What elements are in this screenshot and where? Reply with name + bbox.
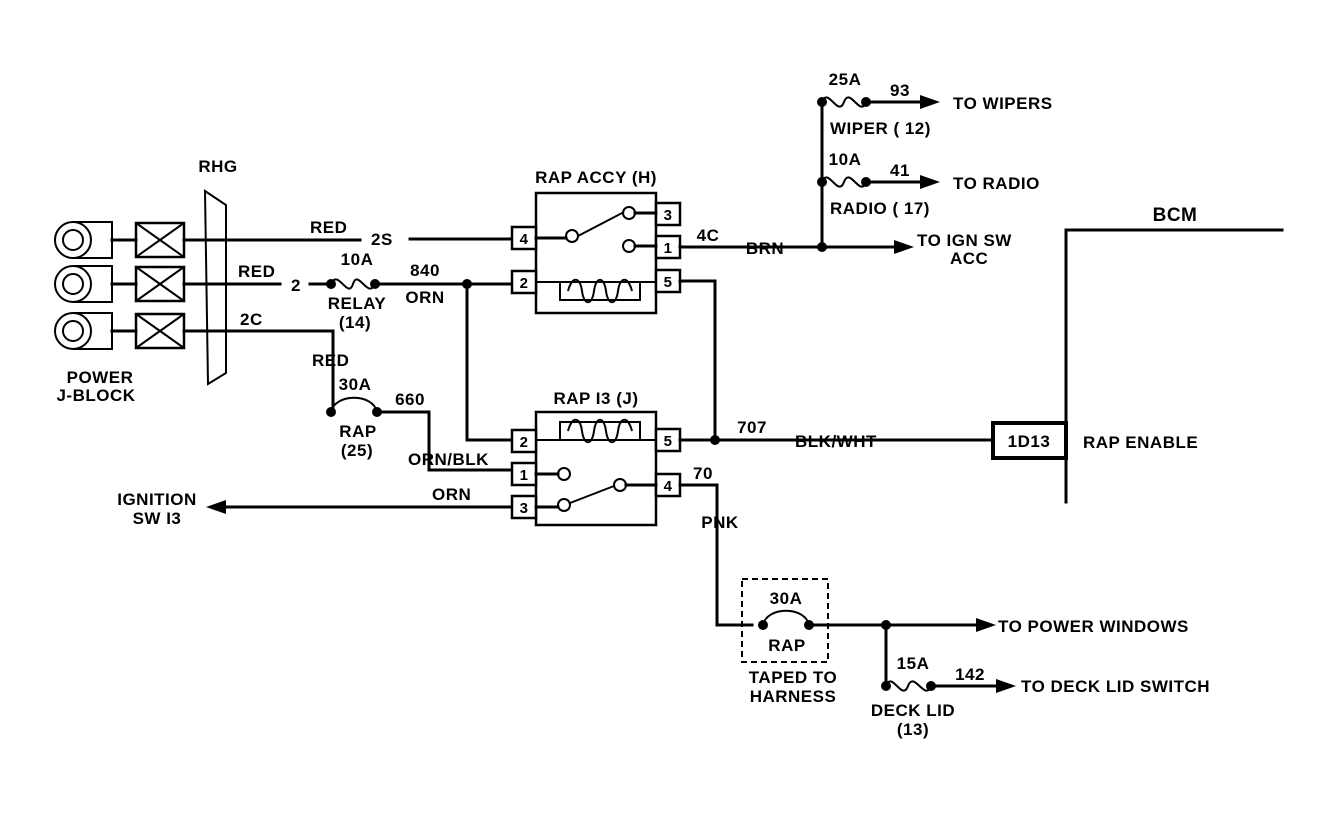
wire-color-blk-wht: BLK/WHT (795, 432, 877, 451)
to-radio-label: TO RADIO (953, 174, 1040, 193)
acc-label: ACC (950, 249, 988, 268)
pin-number: 2 (520, 275, 529, 292)
circuit-707: 707 (737, 418, 767, 437)
circuit-840: 840 (410, 261, 440, 280)
to-ign-sw-label: TO IGN SW (917, 231, 1012, 250)
bcm-label: BCM (1153, 205, 1198, 226)
power-j-block: POWER J-BLOCK (54, 221, 186, 405)
circuit-660: 660 (395, 390, 425, 409)
fuse-amp: 25A (829, 70, 862, 89)
taped-label: TAPED TO (749, 668, 837, 687)
circuit-2s: 2S (371, 230, 393, 249)
crossed-box (134, 265, 186, 303)
fuse-relay: 10A RELAY (14) (326, 250, 386, 332)
pin-number: 5 (664, 274, 673, 291)
sw-i3-label: SW I3 (133, 509, 182, 528)
fuse-number: (25) (341, 441, 373, 460)
fuse-name: RAP (768, 636, 805, 655)
fuse-rap: 30A RAP (25) (326, 375, 382, 460)
relay-title: RAP ACCY (H) (535, 168, 657, 187)
circuit-2c: 2C (240, 310, 263, 329)
bcm-module: BCM 1D13 RAP ENABLE (991, 205, 1284, 504)
crossed-box (134, 221, 186, 259)
pin-number: 3 (520, 500, 529, 517)
wire-color-pnk: PNK (701, 513, 739, 532)
to-wipers-label: TO WIPERS (953, 94, 1053, 113)
fuse-rap-taped: 30A RAP TAPED TO HARNESS (741, 578, 837, 706)
rhg-label: RHG (198, 157, 237, 176)
harness-label: HARNESS (750, 687, 837, 706)
rhg-connector: RHG (198, 157, 237, 386)
terminal-ring (54, 265, 113, 303)
to-deck-lid-label: TO DECK LID SWITCH (1021, 677, 1210, 696)
pin-number: 4 (520, 231, 529, 248)
wire-color-red: RED (238, 262, 275, 281)
fuse-number: (13) (897, 720, 929, 739)
pin-number: 1 (520, 467, 529, 484)
pin-number: 2 (520, 434, 529, 451)
wire-color-red: RED (310, 218, 347, 237)
terminal-ring (54, 221, 113, 259)
pin-number: 3 (664, 207, 673, 224)
fuse-amp: 15A (897, 654, 930, 673)
circuit-142: 142 (955, 665, 985, 684)
fuse-amp: 30A (770, 589, 803, 608)
pin-number: 5 (664, 433, 673, 450)
wire-color-orn: ORN (405, 288, 444, 307)
connector-label: 1D13 (1008, 432, 1051, 451)
fuse-name: RADIO ( 17) (830, 199, 930, 218)
wire-color-orn: ORN (432, 485, 471, 504)
relay-title: RAP I3 (J) (554, 389, 639, 408)
relay-rap-accy: RAP ACCY (H) 4 2 3 1 5 (510, 168, 682, 315)
wire-color-red: RED (312, 351, 349, 370)
fuse-radio: 10A RADIO ( 17) (817, 150, 930, 218)
circuit-93: 93 (890, 81, 910, 100)
terminal-ring (54, 312, 113, 350)
pin-number: 4 (664, 478, 673, 495)
circuit-41: 41 (890, 161, 910, 180)
fuse-amp: 10A (829, 150, 862, 169)
relay-rap-i3: RAP I3 (J) 2 1 3 5 4 (510, 389, 682, 527)
connector-1d13 (991, 421, 1068, 460)
fuse-number: (14) (339, 313, 371, 332)
fuse-amp: 10A (341, 250, 374, 269)
fuse-amp: 30A (339, 375, 372, 394)
power-label: POWER (67, 368, 134, 387)
wire-color-brn: BRN (746, 239, 784, 258)
fuse-deck-lid: 15A DECK LID (13) (871, 654, 955, 739)
ignition-label: IGNITION (117, 490, 197, 509)
fuse-wiper: 25A WIPER ( 12) (817, 70, 931, 138)
crossed-box (134, 312, 186, 350)
j-block-label: J-BLOCK (56, 386, 135, 405)
circuit-70: 70 (693, 464, 713, 483)
fuse-name: RELAY (328, 294, 387, 313)
pin-number: 1 (664, 240, 673, 257)
fuse-name: RAP (339, 422, 376, 441)
fuse-name: WIPER ( 12) (830, 119, 931, 138)
to-power-windows-label: TO POWER WINDOWS (998, 617, 1189, 636)
wire-color-orn-blk: ORN/BLK (408, 450, 489, 469)
circuit-2: 2 (291, 276, 301, 295)
circuit-4c: 4C (697, 226, 720, 245)
fuse-name: DECK LID (871, 701, 955, 720)
rap-enable-label: RAP ENABLE (1083, 433, 1198, 452)
